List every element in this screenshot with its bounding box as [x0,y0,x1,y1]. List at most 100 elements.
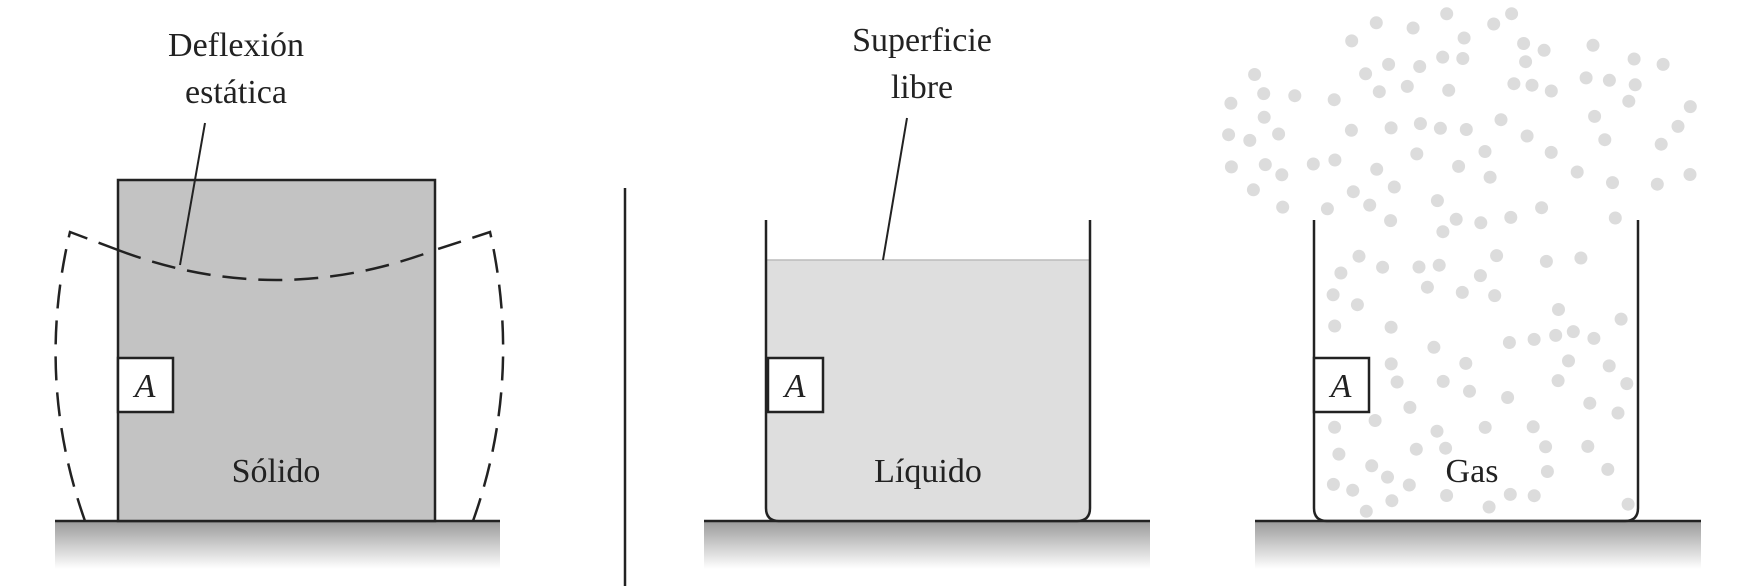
gas-particle [1413,60,1427,73]
gas-particle [1384,214,1398,228]
gas-particle [1368,414,1382,427]
liquid-callout-line-2: libre [891,69,953,106]
gas-particle [1614,312,1628,326]
gas-particle [1552,303,1565,316]
gas-particle [1276,200,1290,214]
gas-particle [1583,396,1597,410]
gas-particle [1385,494,1399,508]
gas-particle [1442,83,1456,97]
gas-particle [1440,489,1454,502]
gas-particle [1478,145,1492,158]
gas-particle [1436,225,1450,239]
gas-particle [1507,77,1521,91]
liquid-container [764,220,1092,523]
gas-particle [1459,123,1473,136]
gas-particle [1621,497,1635,511]
gas-particle [1400,79,1414,93]
gas-particle [1656,57,1670,71]
gas-particle [1390,375,1404,389]
liquid-ground [704,521,1150,569]
liquid-point-a-label: A [783,368,806,405]
gas-particle [1248,68,1262,81]
gas-particle [1406,21,1420,35]
gas-particle [1683,168,1697,181]
gas-particle [1487,17,1501,31]
liquid-point-a-box [766,356,825,414]
gas-particle [1483,170,1497,184]
gas-particle [1346,185,1360,199]
solid-callout-line-2: estática [185,74,287,111]
gas-particle [1326,288,1340,302]
gas-particle [1602,73,1616,87]
gas-particle [1551,374,1565,388]
gas-particle [1562,354,1575,368]
gas-particle [1650,177,1664,191]
gas-particle [1359,504,1373,518]
gas-particle [1436,374,1450,388]
gas-particle [1544,145,1558,159]
solid-point-a-label: A [133,368,156,405]
gas-particle [1579,71,1593,85]
gas-particle [1439,441,1453,455]
gas-particle [1608,211,1622,225]
gas-particle [1359,67,1373,81]
gas-particle [1410,147,1424,161]
gas-particle [1328,420,1342,434]
gas-container [1312,220,1640,523]
gas-particle [1412,260,1426,274]
gas-particle [1243,133,1257,147]
gas-particle [1482,500,1496,514]
gas-particle [1517,37,1531,50]
gas-point-a-box [1312,356,1371,414]
solid-deflection-outline-right [434,230,505,522]
gas-particle [1463,384,1476,398]
gas-particle [1602,359,1616,373]
gas-particle [1346,483,1360,497]
gas-particle [1272,127,1286,141]
gas-particle [1288,89,1302,103]
solid-panel: Deflexión estática A Sólido [54,27,505,569]
gas-particle [1459,356,1473,370]
gas-particle [1654,137,1668,151]
gas-particle [1570,165,1584,179]
gas-particle [1474,216,1488,230]
gas-material-label: Gas [1446,453,1499,490]
gas-particle [1387,180,1401,194]
gas-particle [1427,340,1441,354]
gas-particle [1306,157,1320,171]
gas-particle [1611,406,1625,420]
gas-particle [1433,121,1447,135]
liquid-material-label: Líquido [874,453,982,490]
gas-particle [1350,298,1364,312]
solid-deflected-top-surface [117,248,436,282]
gas-particle [1327,93,1341,107]
gas-particle [1544,84,1558,98]
gas-particle [1436,50,1450,64]
gas-particle [1537,43,1551,57]
gas-particle [1587,331,1601,345]
gas-particle [1456,52,1470,65]
gas-particle [1620,377,1634,391]
gas-particle [1581,439,1595,453]
solid-material-label: Sólido [232,453,321,490]
gas-particle [1501,391,1515,404]
gas-point-a-label: A [1329,368,1352,405]
gas-particle [1420,280,1434,294]
gas-particle [1413,117,1427,131]
gas-particle [1345,34,1359,48]
gas-particle [1527,332,1541,346]
gas-particle [1526,420,1540,434]
gas-particle [1490,249,1504,263]
gas-particle [1224,96,1238,110]
solid-callout-leader [179,122,206,266]
gas-particle [1328,319,1342,333]
gas-particle [1683,100,1697,114]
gas-particle [1257,87,1271,101]
gas-particle [1449,212,1463,226]
gas-particle [1384,357,1398,371]
gas-particle [1473,269,1487,283]
gas-ground [1255,521,1701,569]
gas-particle [1376,260,1390,274]
gas-particle [1382,57,1396,71]
